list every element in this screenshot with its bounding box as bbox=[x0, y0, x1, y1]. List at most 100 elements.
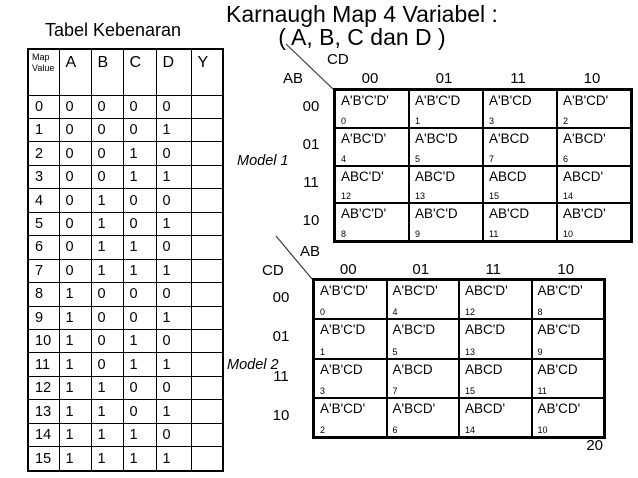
kmap-cell: ABC'D 13 bbox=[459, 319, 532, 359]
kmap-cell-term: ABC'D bbox=[465, 322, 506, 338]
kmap-cell: A'B'CD 3 bbox=[483, 90, 557, 128]
table-cell: 14 bbox=[27, 422, 60, 448]
table-cell: 15 bbox=[27, 446, 60, 472]
kmap-cell: A'B'C'D'0 bbox=[314, 280, 387, 320]
table-cell: 1 bbox=[58, 446, 92, 472]
table-cell: 1 bbox=[155, 211, 192, 237]
kmap-cell-index: 2 bbox=[320, 425, 326, 435]
kmap-cell-term: A'B'C'D' bbox=[320, 283, 368, 298]
table-cell: 9 bbox=[27, 305, 60, 331]
kmap-cell: ABCD'14 bbox=[459, 397, 532, 437]
kmap2-col-header: 11 bbox=[485, 261, 502, 278]
kmap2-model-label: Model 2 bbox=[227, 357, 279, 373]
table-cell: 3 bbox=[27, 164, 60, 190]
table-cell: 1 bbox=[58, 282, 92, 307]
table-cell: 0 bbox=[155, 375, 192, 401]
table-cell: 1 bbox=[27, 117, 60, 143]
kmap-cell: ABCD' 14 bbox=[557, 165, 631, 204]
table-cell: 0 bbox=[90, 117, 124, 143]
kmap-cell: A'BCD'6 bbox=[557, 127, 631, 166]
table-cell: 1 bbox=[58, 352, 92, 377]
table-cell: 8 bbox=[27, 282, 60, 307]
kmap-cell-index: 3 bbox=[489, 115, 495, 126]
kmap-cell-index: 0 bbox=[341, 115, 347, 126]
table-cell: 0 bbox=[90, 305, 124, 331]
kmap1-row-headers: 00 01 11 10 bbox=[294, 88, 328, 239]
kmap-cell-term: ABCD' bbox=[563, 168, 604, 184]
kmap-cell-index: 5 bbox=[415, 153, 421, 164]
kmap-cell-term: ABCD bbox=[465, 361, 503, 377]
table-cell: 0 bbox=[58, 258, 92, 284]
slide-title: Karnaugh Map 4 Variabel : ( A, B, C dan … bbox=[166, 3, 558, 49]
kmap-cell-term: AB'CD' bbox=[563, 206, 606, 222]
table-cell: 0 bbox=[122, 399, 157, 424]
table-cell: 0 bbox=[58, 211, 92, 237]
table-cell bbox=[190, 305, 224, 331]
page-number: 20 bbox=[586, 437, 603, 454]
kmap-cell-term: A'B'C'D bbox=[415, 93, 461, 108]
table-cell: 0 bbox=[58, 94, 92, 119]
table-cell bbox=[190, 399, 224, 424]
kmap-cell-index: 7 bbox=[489, 153, 495, 164]
kmap-cell-term: ABC'D' bbox=[341, 168, 384, 184]
kmap-cell-index: 14 bbox=[563, 191, 574, 202]
table-cell: 1 bbox=[58, 329, 92, 354]
kmap2-grid: A'B'C'D'0 A'BC'D'4 ABC'D'12 AB'C'D'8 A'B… bbox=[312, 278, 606, 439]
table-cell bbox=[190, 375, 224, 401]
kmap-cell-term: A'B'C'D' bbox=[341, 93, 389, 108]
table-cell: 0 bbox=[58, 141, 92, 166]
table-cell: 0 bbox=[27, 94, 60, 119]
slide-title-line2: ( A, B, C dan D ) bbox=[278, 24, 446, 50]
kmap2-col-header: 01 bbox=[412, 261, 430, 278]
table-cell bbox=[190, 446, 224, 472]
col-header-c: C bbox=[122, 48, 157, 96]
table-cell: 1 bbox=[90, 258, 124, 284]
kmap-cell-term: A'BCD' bbox=[563, 130, 606, 146]
kmap-cell-index: 11 bbox=[537, 385, 547, 396]
kmap-cell-term: ABC'D bbox=[415, 168, 456, 184]
kmap1-row-header: 01 bbox=[302, 136, 320, 154]
kmap-cell-term: A'B'CD bbox=[489, 93, 532, 108]
table-cell bbox=[190, 282, 224, 307]
kmap-cell-index: 13 bbox=[465, 346, 476, 357]
kmap2-top-axis-label: AB bbox=[300, 243, 321, 260]
table-cell: 0 bbox=[155, 282, 192, 307]
kmap1-col-headers: 00 01 11 10 bbox=[333, 70, 629, 87]
table-cell: 0 bbox=[58, 164, 92, 190]
table-cell: 0 bbox=[58, 188, 92, 213]
kmap-cell-term: AB'C'D bbox=[415, 206, 458, 222]
kmap-cell-index: 10 bbox=[537, 425, 548, 435]
table-cell bbox=[190, 188, 224, 213]
kmap-cell-term: A'BCD bbox=[392, 361, 433, 377]
table-cell: 1 bbox=[90, 446, 124, 472]
kmap2-col-header: 00 bbox=[339, 261, 357, 278]
table-cell: 0 bbox=[90, 352, 124, 377]
kmap-cell-index: 6 bbox=[392, 425, 398, 435]
table-cell: 0 bbox=[90, 164, 124, 190]
kmap-cell-index: 10 bbox=[563, 229, 574, 239]
kmap-cell-term: A'BCD' bbox=[392, 400, 436, 416]
kmap-cell: A'B'C'D' 0 bbox=[335, 90, 409, 128]
kmap-cell-term: A'B'C'D bbox=[320, 322, 366, 338]
kmap-cell: A'BC'D'4 bbox=[386, 280, 459, 320]
table-cell: 10 bbox=[27, 329, 60, 354]
kmap-cell: A'B'CD'2 bbox=[314, 397, 387, 437]
col-header-b: B bbox=[90, 48, 124, 96]
